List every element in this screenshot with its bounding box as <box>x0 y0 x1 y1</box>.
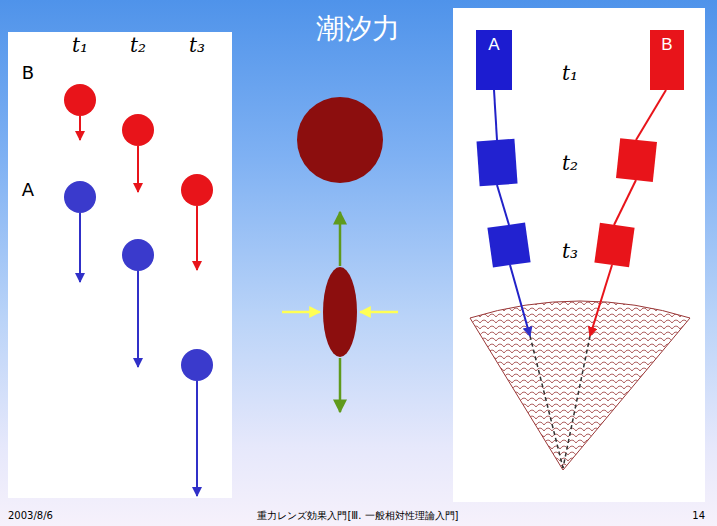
date: 2003/8/6 <box>8 510 53 521</box>
path-b <box>590 90 666 336</box>
squeeze-arrow <box>360 311 398 314</box>
velocity-arrow <box>137 271 139 367</box>
body-label: B <box>22 63 34 83</box>
velocity-arrow <box>196 206 198 270</box>
body-b-box <box>616 138 657 182</box>
body-a-box <box>487 223 530 268</box>
time-label: t₁ <box>72 34 88 56</box>
time-label: t₂ <box>130 34 146 56</box>
body-a <box>64 181 96 213</box>
time-label: t₂ <box>562 152 578 174</box>
velocity-arrow <box>79 116 81 140</box>
body-a <box>122 239 154 271</box>
squeeze-arrow <box>282 311 320 314</box>
world-line <box>510 265 530 336</box>
path-a <box>477 90 531 336</box>
page-number: 14 <box>692 510 705 521</box>
body-b <box>181 174 213 206</box>
world-line <box>614 180 636 225</box>
stretched-body <box>323 267 357 357</box>
world-line <box>497 185 509 225</box>
falling-bodies <box>64 84 213 496</box>
slide-title: 潮汐力 <box>316 14 400 45</box>
time-label: t₃ <box>189 34 205 56</box>
body-b <box>122 114 154 146</box>
body-label: A <box>22 180 34 200</box>
converging-path <box>530 336 563 468</box>
footer-title: 重力レンズ効果入門[Ⅲ. 一般相対性理論入門] <box>257 510 458 521</box>
body-b <box>64 84 96 116</box>
box-label: B <box>650 36 684 55</box>
right-panel <box>453 8 705 502</box>
world-line <box>590 265 612 336</box>
time-label: t₁ <box>562 62 578 84</box>
world-line <box>636 90 666 140</box>
body-a <box>181 349 213 381</box>
stretch-arrow <box>339 358 342 412</box>
converging-path <box>563 336 590 468</box>
body-a-box: A <box>476 30 512 90</box>
velocity-arrow <box>79 213 81 282</box>
body-b-box <box>594 223 634 267</box>
body-b-box: B <box>650 30 684 90</box>
body-a-box <box>477 139 518 187</box>
left-panel <box>8 32 232 498</box>
time-label: t₃ <box>562 240 578 262</box>
gravity-cone <box>470 301 690 470</box>
velocity-arrow <box>196 381 198 496</box>
box-label: A <box>476 36 512 55</box>
stretch-arrow <box>339 212 342 266</box>
spherical-body <box>297 97 383 183</box>
world-line <box>494 90 497 140</box>
velocity-arrow <box>137 146 139 192</box>
